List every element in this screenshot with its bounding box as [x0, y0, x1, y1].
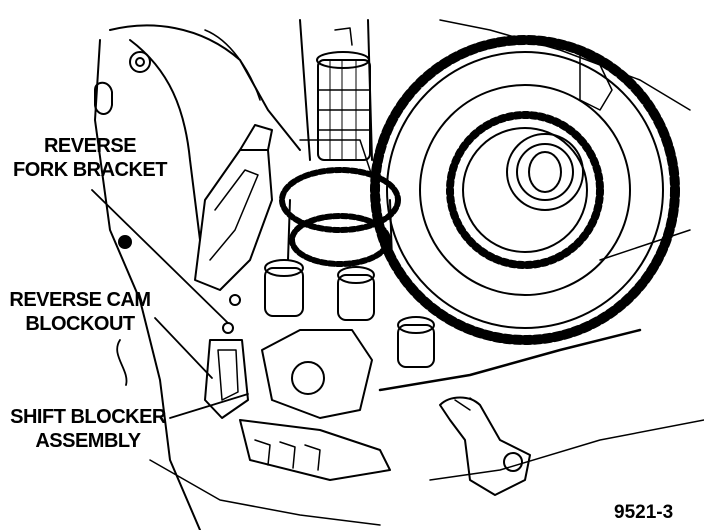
- reverse-fork-bracket-label: REVERSE FORK BRACKET: [6, 134, 174, 182]
- transmission-housing: [94, 19, 704, 530]
- leader-reverse-fork-bracket: [91, 189, 229, 324]
- input-shaft: [299, 19, 373, 161]
- leader-shift-blocker-assembly: [169, 393, 249, 419]
- shift-blocker-assembly-label: SHIFT BLOCKER ASSEMBLY: [4, 405, 172, 453]
- bolt-heads: [264, 259, 435, 368]
- leader-reverse-cam-blockout: [154, 317, 213, 379]
- cluster-gears: [279, 139, 401, 267]
- figure-number: 9521-3: [614, 502, 674, 523]
- leader-reverse-cam-tail: [116, 339, 128, 386]
- reverse-cam-blockout-label-line2: BLOCKOUT: [25, 313, 135, 335]
- shift-blocker-part: [204, 329, 391, 481]
- reverse-fork-bracket-label-line1: REVERSE: [43, 135, 137, 157]
- large-gear: [370, 35, 680, 345]
- reverse-fork-bracket-part: [194, 124, 273, 291]
- reverse-cam-blockout-label: REVERSE CAM BLOCKOUT: [4, 288, 156, 336]
- reverse-fork-bracket-label-line2: FORK BRACKET: [13, 159, 168, 181]
- reverse-cam-blockout-label-line1: REVERSE CAM: [9, 289, 151, 311]
- shift-fork-part: [439, 396, 531, 496]
- leader-lines: [91, 189, 249, 419]
- shift-blocker-assembly-label-line2: ASSEMBLY: [35, 430, 141, 452]
- shift-blocker-assembly-label-line1: SHIFT BLOCKER: [10, 406, 166, 428]
